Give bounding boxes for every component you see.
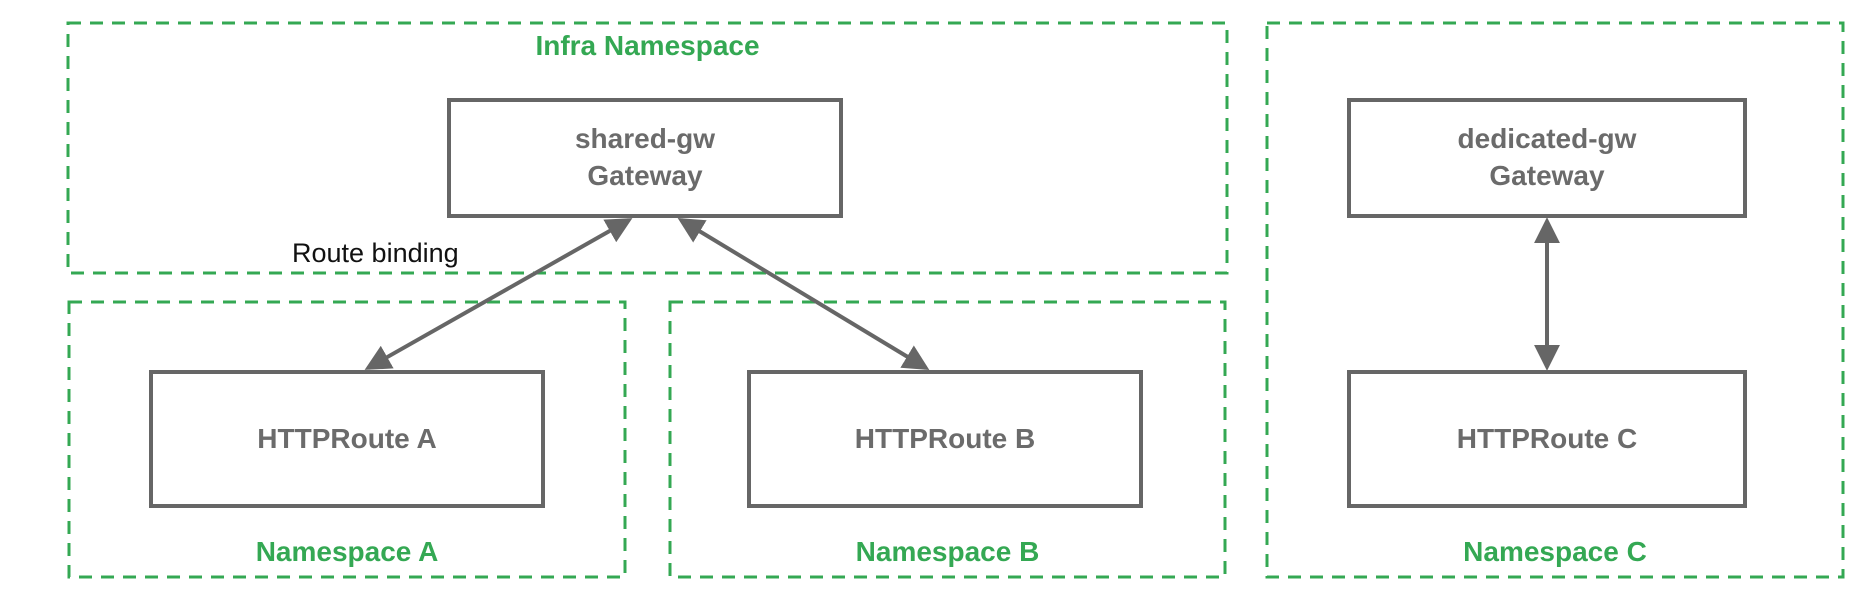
namespace-b-boundary [668,300,1227,579]
route-a-binding-arrow [364,218,633,370]
route-b-binding-arrow [677,217,930,371]
httproute-a-node: HTTPRoute A [149,370,545,508]
dedicated-gw-name: dedicated-gw [1457,123,1637,155]
dedicated-gw-kind: Gateway [1489,160,1605,191]
shared-gw-kind: Gateway [587,160,703,191]
namespace-c-boundary [1265,21,1845,579]
infra-namespace-boundary [66,21,1229,275]
namespace-c-label: Namespace C [1463,536,1647,567]
httproute-b-node: HTTPRoute B [747,370,1143,508]
shared-gw-name: shared-gw [574,123,716,155]
httproute-b-label: HTTPRoute B [854,422,1036,454]
httproute-c-node: HTTPRoute C [1347,370,1747,508]
route-binding-label: Route binding [292,238,459,268]
namespace-a-label: Namespace A [255,536,439,567]
httproute-a-label: HTTPRoute A [257,422,437,454]
infra-namespace-label: Infra Namespace [535,30,760,61]
namespace-a-boundary [67,300,627,579]
shared-gw-gateway-node: shared-gw Gateway [447,98,843,218]
dedicated-gw-gateway-node: dedicated-gw Gateway [1347,98,1747,218]
namespace-b-label: Namespace B [855,536,1040,567]
httproute-c-label: HTTPRoute C [1456,422,1638,454]
